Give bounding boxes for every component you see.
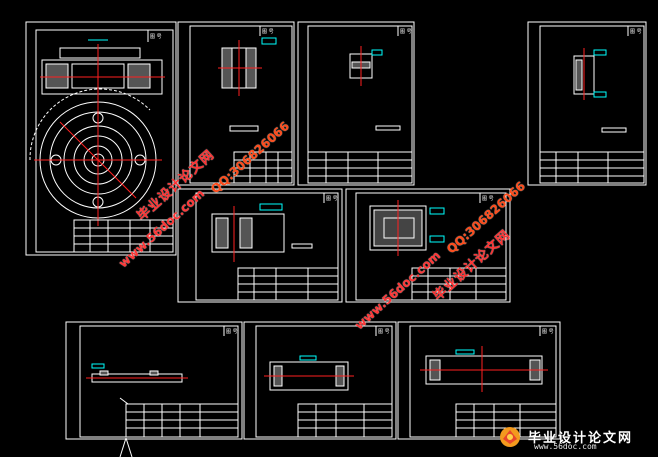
brand-badge: 毕业设计论文网 www.56doc.com <box>498 425 656 455</box>
sheet-part-5 <box>177 188 343 303</box>
sheet-part-7 <box>65 321 243 457</box>
sheet-label: 图 号 <box>482 196 494 202</box>
sheet-label: 图 号 <box>326 196 338 202</box>
sheet-assembly <box>25 21 177 256</box>
brand-url: www.56doc.com <box>534 442 597 451</box>
brand-logo-icon <box>500 427 520 447</box>
sheet-label: 图 号 <box>630 29 642 35</box>
sheet-label: 图 号 <box>542 329 554 335</box>
sheet-label: 图 号 <box>226 329 238 335</box>
sheet-label: 图 号 <box>262 29 274 35</box>
sheet-label: 图 号 <box>400 29 412 35</box>
sheet-labels: 图 号 图 号 图 号 图 号 图 号 图 号 图 号 图 号 图 号 <box>150 29 642 335</box>
sheet-part-6 <box>345 188 511 303</box>
sheet-part-3 <box>297 21 415 186</box>
sheet-part-4 <box>527 21 647 186</box>
sheet-label: 图 号 <box>378 329 390 335</box>
sheet-part-9 <box>397 321 561 440</box>
sheet-part-8 <box>243 321 397 440</box>
sheet-part-2 <box>177 21 295 186</box>
sheet-label: 图 号 <box>150 34 162 40</box>
brand-title: 毕业设计论文网 <box>528 431 634 446</box>
